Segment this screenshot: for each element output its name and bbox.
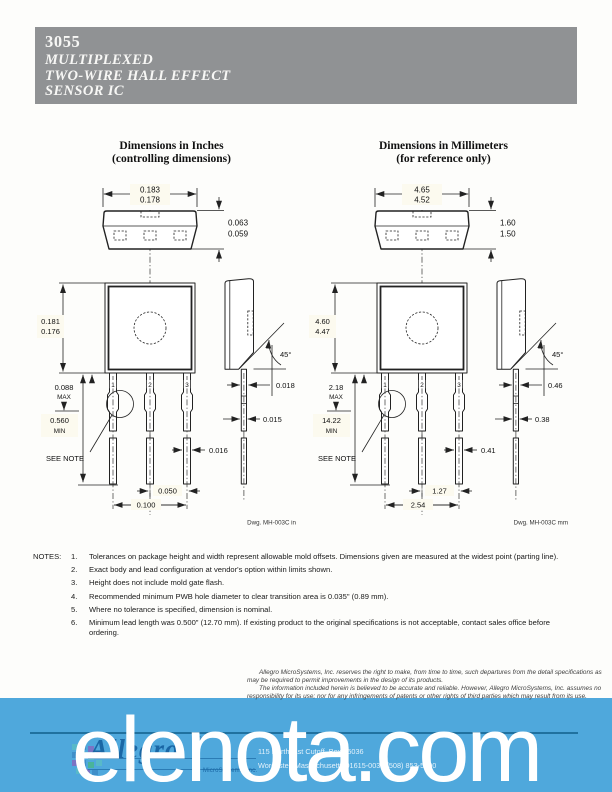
dim-transition: 0.018 [276, 381, 295, 390]
dim-neck-qual: MAX [329, 394, 343, 401]
note-item: 3. Height does not include mold gate fla… [71, 578, 225, 588]
device-title-line3: SENSOR IC [45, 83, 124, 99]
dim-pitch: 1.27 [432, 486, 447, 495]
dim-lead-len-qual: MIN [54, 428, 66, 435]
dim-width-max: 0.183 [140, 186, 161, 195]
pin-2-label: 2 [420, 382, 424, 389]
top-view: 4.65 4.52 1.60 1.50 [374, 184, 516, 262]
dim-neck-qual: MAX [57, 394, 71, 401]
lead-dims: 0.088 MAX 0.560 MIN SEE NOTE 0.016 [41, 374, 228, 510]
see-note-label: SEE NOTE [318, 454, 356, 463]
note-item: 1. Tolerances on package height and widt… [71, 552, 559, 561]
leads: 1 2 3 [379, 372, 465, 509]
pin-1-label: 1 [383, 382, 387, 389]
package-drawing: 0.183 0.178 0.063 0.059 0.181 0.176 [37, 184, 297, 527]
pin-2-label: 2 [148, 382, 152, 389]
disclaimer-para2: The information included herein is belie… [247, 685, 602, 701]
allegro-logo: Allegro ® MicroSystems, Inc. [70, 734, 260, 782]
dim-width-min: 4.52 [414, 196, 430, 205]
footer-band: Allegro ® MicroSystems, Inc. 115 Northea… [0, 698, 612, 792]
dim-width-min: 0.178 [140, 196, 161, 205]
figure-millimeters: Dimensions in Millimeters (for reference… [306, 138, 581, 535]
dim-height-min: 1.50 [500, 230, 516, 239]
dim-width-max: 4.65 [414, 186, 430, 195]
figure-inches: Dimensions in Inches (controlling dimens… [34, 138, 309, 535]
notes-heading: NOTES: [33, 552, 62, 561]
drawing-number: Dwg. MH-003C in [247, 520, 296, 527]
figure-subtitle: (controlling dimensions) [112, 153, 231, 165]
see-note-label: SEE NOTE [46, 454, 84, 463]
dim-lead-len: 14.22 [322, 416, 341, 425]
figure-subtitle: (for reference only) [396, 153, 491, 165]
logo-ledger-lines [88, 758, 256, 770]
dim-lead-width: 0.41 [481, 446, 496, 455]
dim-body-max: 0.181 [41, 317, 60, 326]
dim-lead-len-qual: MIN [326, 428, 338, 435]
dim-body-min: 4.47 [315, 327, 330, 336]
lead-dims: 2.18 MAX 14.22 MIN SEE NOTE 0.41 [313, 374, 496, 510]
registered-mark: ® [198, 736, 202, 742]
dim-body-min: 0.176 [41, 327, 60, 336]
pin-3-label: 3 [185, 382, 189, 389]
package-drawing: 4.65 4.52 1.60 1.50 4.60 4.47 [309, 184, 568, 527]
note-item: 4. Recommended minimum PWB hole diameter… [71, 591, 389, 601]
dim-chamfer-angle: 45° [280, 350, 291, 359]
front-view: 4.60 4.47 [309, 282, 468, 374]
footer-rule [30, 732, 578, 734]
drawing-number: Dwg. MH-003C mm [514, 520, 568, 527]
dim-pitch: 0.050 [158, 486, 177, 495]
dim-span: 0.100 [137, 500, 156, 509]
device-title-line1: MULTIPLEXED [45, 52, 154, 68]
figure-title: Dimensions in Millimeters [378, 140, 509, 152]
figure-title-block: Dimensions in Inches (controlling dimens… [34, 138, 309, 183]
pin-3-label: 3 [457, 382, 461, 389]
dim-span: 2.54 [411, 500, 426, 509]
side-view: 45° 0.46 0.38 [495, 278, 563, 501]
company-address: 115 Northeast Cutoff, Box 15036 Worceste… [258, 745, 436, 772]
allegro-logo-pixels [72, 744, 102, 775]
figure-title: Dimensions in Inches [119, 140, 224, 152]
note-item: 2. Exact body and lead configuration at … [71, 565, 333, 575]
dim-height-min: 0.059 [228, 230, 249, 239]
address-line1: 115 Northeast Cutoff, Box 15036 [258, 747, 364, 756]
dim-height-max: 1.60 [500, 219, 516, 228]
note-item: 6. Minimum lead length was 0.500" (12.70… [71, 617, 550, 637]
dim-neck: 0.088 [55, 383, 74, 392]
dim-lead-thick: 0.015 [263, 415, 282, 424]
dim-lead-thick: 0.38 [535, 415, 550, 424]
dim-height-max: 0.063 [228, 219, 249, 228]
dim-lead-len: 0.560 [50, 416, 69, 425]
side-view: 45° 0.018 0.015 [223, 278, 295, 501]
top-view: 0.183 0.178 0.063 0.059 [102, 184, 249, 262]
allegro-subtitle: MicroSystems, Inc. [203, 768, 258, 774]
note-item: 5. Where no tolerance is specified, dime… [71, 604, 273, 614]
dim-transition: 0.46 [548, 381, 563, 390]
address-line2: Worcester, Massachusetts 01615-0036 (508… [258, 760, 437, 770]
leads: 1 2 3 [107, 372, 193, 509]
dim-chamfer-angle: 45° [552, 350, 563, 359]
figure-title-block: Dimensions in Millimeters (for reference… [306, 138, 581, 183]
dim-lead-width: 0.016 [209, 446, 228, 455]
dim-body-max: 4.60 [315, 317, 330, 326]
notes-section: NOTES: 1. Tolerances on package height a… [33, 552, 560, 641]
title-banner: 3055 MULTIPLEXED TWO-WIRE HALL EFFECT SE… [35, 27, 577, 104]
front-view: 0.181 0.176 [37, 282, 196, 374]
elenota-watermark: elenota.com [71, 699, 543, 792]
dim-neck: 2.18 [329, 383, 344, 392]
allegro-wordmark: Allegro [90, 734, 180, 764]
device-title-line2: TWO-WIRE HALL EFFECT [45, 67, 231, 84]
disclaimer-para1: Allegro MicroSystems, Inc. reserves the … [247, 669, 602, 684]
part-number: 3055 [45, 32, 81, 51]
pin-1-label: 1 [111, 382, 115, 389]
disclaimer: Allegro MicroSystems, Inc. reserves the … [247, 669, 605, 702]
